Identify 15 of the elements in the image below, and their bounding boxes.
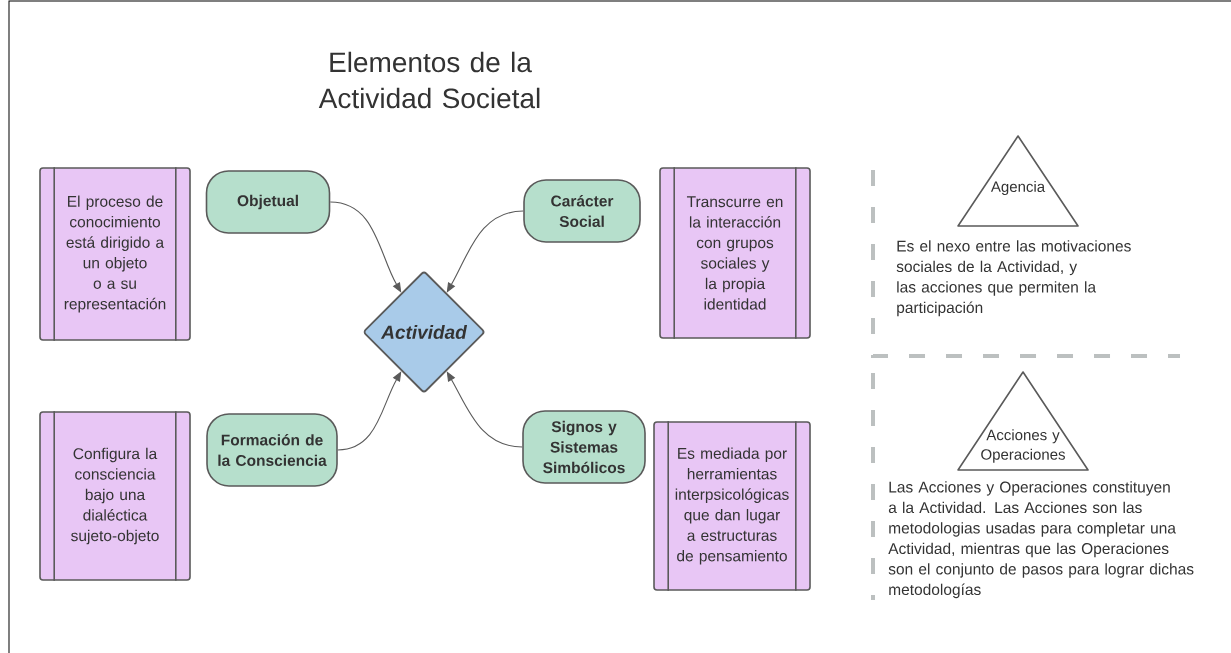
process-box: Es mediada por herramientas interpsicológicas que dan lugar a estructuras de pensamiento: [653, 420, 811, 592]
rounded-box: Formación de la Consciencia: [206, 413, 338, 487]
rounded-box: Carácter Social: [523, 179, 641, 243]
process-box: Transcurre en la interacción con grupos sociales y la propia identidad: [659, 166, 811, 340]
description-text: Es el nexo entre las motivaciones sociales de la Actividad, y las acciones que permiten la participación: [896, 240, 1131, 317]
rounded-box: Signos y Sistemas Simbólicos: [522, 410, 646, 484]
triangle: Acciones y Operaciones: [957, 371, 1089, 471]
arrow: [446, 371, 523, 448]
description-text: Las Acciones y Operaciones constituyen a la Actividad. Las Acciones son las metodologias usadas para completar una Actividad, mientras que las Operaciones son el conjunto de pasos para lograr dichas metodologías: [888, 481, 1194, 599]
process-box: El proceso de conocimiento está dirigido a un objeto o a su representación: [39, 166, 191, 342]
title: Elementos de la Actividad Societal: [318, 51, 540, 109]
arrow: [337, 371, 402, 451]
rounded-box: Objetual: [205, 170, 331, 234]
process-box: Configura la consciencia bajo una dialéctica sujeto-objeto: [39, 410, 191, 582]
triangle: Agencia: [957, 135, 1079, 227]
